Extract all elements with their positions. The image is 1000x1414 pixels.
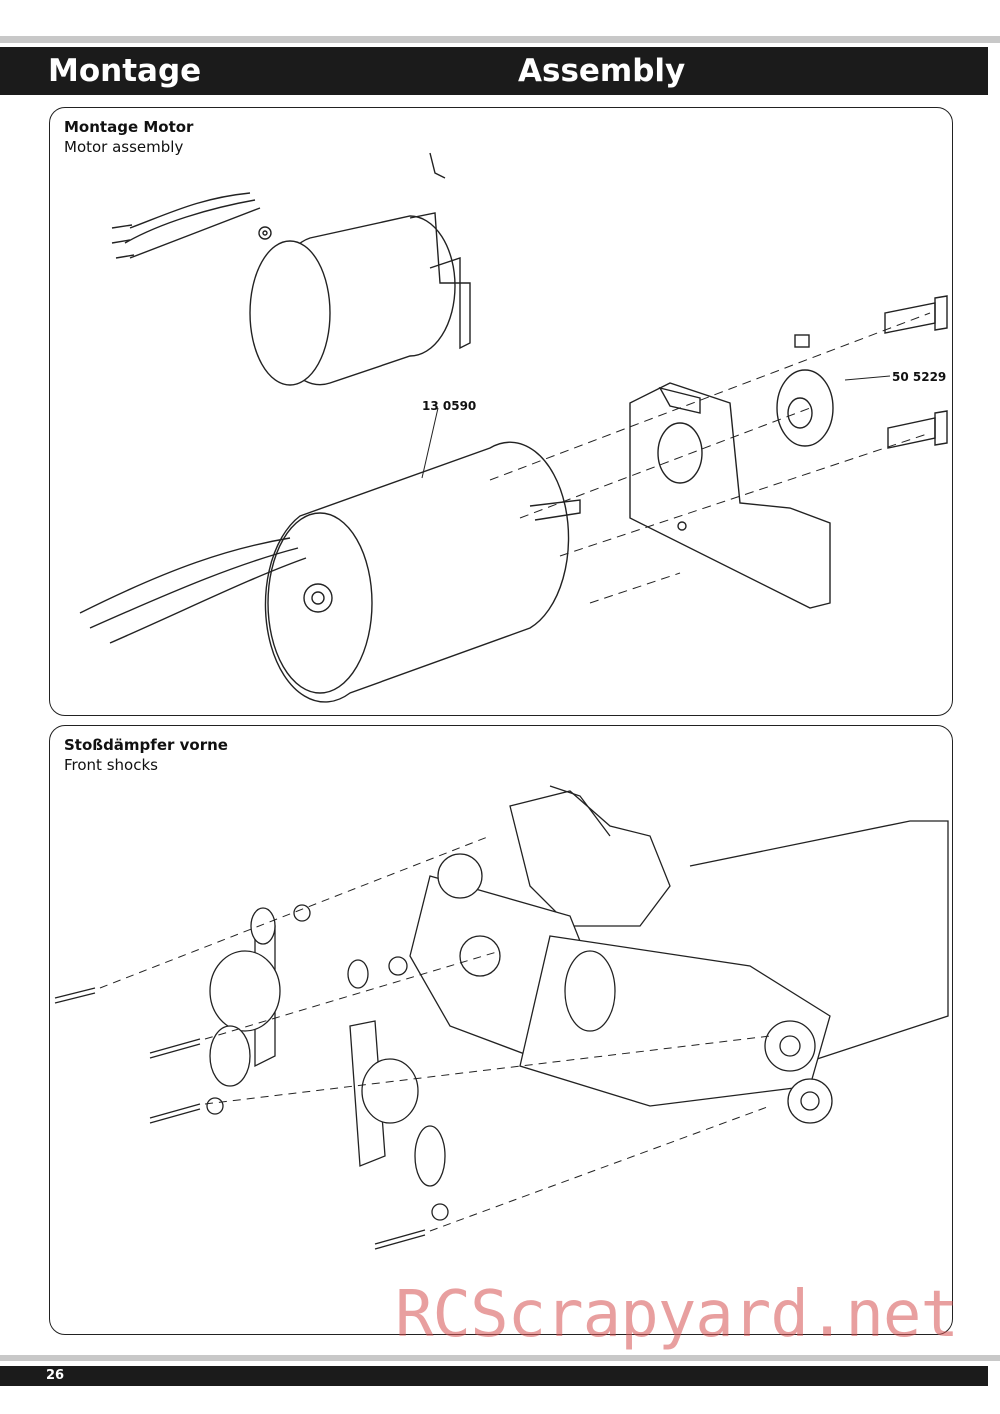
pinion-gear-drawing [776, 334, 834, 447]
section-title-de: Stoßdämpfer vorne [64, 736, 228, 754]
top-rule [0, 36, 1000, 43]
large-motor-drawing [79, 441, 581, 703]
page-number: 26 [46, 1368, 65, 1383]
page-footer: 26 [0, 1366, 1000, 1386]
section-title-en: Motor assembly [64, 138, 184, 156]
page-header: Montage Assembly [0, 47, 1000, 95]
bottom-rule [0, 1355, 1000, 1361]
header-title-en: Assembly [518, 53, 686, 89]
motor-assembly-illustration: 13 0590 50 5229 [79, 152, 948, 703]
chassis-suspension-drawing [409, 785, 833, 1124]
right-shock-drawing [347, 956, 449, 1221]
motor-mount-drawing [629, 382, 831, 609]
part-number-motor: 13 0590 [422, 399, 476, 413]
motor-assembly-panel: Montage Motor Motor assembly [49, 107, 953, 716]
screws-drawing [884, 295, 948, 449]
header-title-de: Montage [48, 53, 202, 89]
section-title-de: Montage Motor [64, 118, 194, 136]
left-shock-drawing [206, 904, 311, 1115]
front-shocks-panel: Stoßdämpfer vorne Front shocks [49, 725, 953, 1335]
front-shocks-illustration [54, 785, 949, 1250]
part-number-pinion: 50 5229 [892, 370, 946, 384]
assembled-motor-drawing [111, 152, 471, 386]
watermark-text: RCScrapyard.net [395, 1278, 959, 1352]
section-title-en: Front shocks [64, 756, 158, 774]
